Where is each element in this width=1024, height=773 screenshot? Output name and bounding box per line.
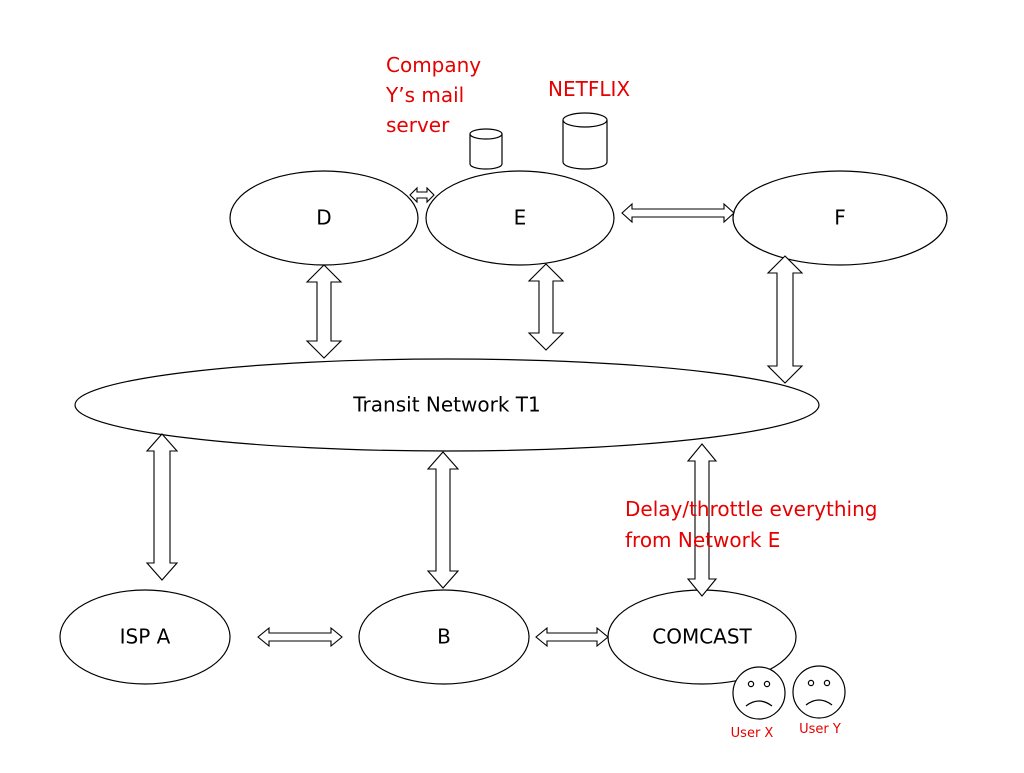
throttle-line-2: from Network E [625,528,780,552]
mail-server-line-2: Y’s mail [385,83,464,107]
node-d[interactable]: D [229,170,419,266]
node-f-label: F [834,206,846,230]
node-comcast[interactable]: COMCAST [607,589,797,685]
node-e-label: E [514,206,527,230]
edge-a-b-arrow-icon [257,626,343,648]
mail-server-line-1: Company [386,53,481,77]
node-e[interactable]: E [425,170,615,266]
mail-server-line-3: server [386,113,450,137]
mail-server-database-icon [469,128,503,170]
throttle-line-1: Delay/throttle everything [625,497,877,521]
user-y-label: User Y [799,722,841,737]
node-isp-a-label: ISP A [120,625,171,649]
mail-server-annotation: Company Y’s mail server [385,53,481,137]
edge-b-c-arrow-icon [535,626,609,648]
sad-face-icon [792,665,846,719]
user-x-label: User X [731,726,774,741]
edge-e-t1-arrow-icon [527,263,565,351]
netflix-annotation: NETFLIX [548,77,630,101]
node-isp-a[interactable]: ISP A [59,589,231,685]
edge-f-t1-arrow-icon [766,255,804,384]
node-b-label: B [437,625,451,649]
node-f[interactable]: F [732,170,948,266]
edge-t1-a-arrow-icon [145,433,179,581]
edge-d-t1-arrow-icon [305,264,343,359]
throttle-annotation: Delay/throttle everything from Network E [625,497,877,552]
edge-e-f-arrow-icon [621,202,735,224]
node-transit-t1-label: Transit Network T1 [352,393,540,417]
user-y: User Y [792,665,846,737]
node-d-label: D [316,206,331,230]
edge-t1-c-arrow-icon [686,443,718,597]
edge-t1-b-arrow-icon [426,451,460,589]
node-b[interactable]: B [358,589,530,685]
edges [145,186,804,648]
netflix-database-icon [562,112,608,170]
node-transit-t1[interactable]: Transit Network T1 [74,358,820,452]
user-x: User X [731,666,786,741]
edge-d-e-arrow-icon [409,186,435,204]
node-comcast-label: COMCAST [652,625,752,649]
sad-face-icon [732,666,786,720]
